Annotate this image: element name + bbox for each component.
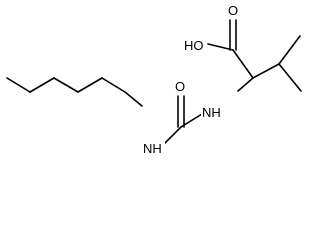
bond-pentyl-1 (6, 77, 31, 93)
chemical-structure: O HO O NH NH (6, 2, 302, 155)
bond-pentyl-2 (29, 77, 55, 93)
bond-carboxyl-oh (207, 43, 234, 51)
valine-core (207, 19, 302, 92)
bond-beta-methyl-down (278, 63, 302, 92)
bond-alpha-beta (252, 63, 280, 79)
bond-pentyl-4 (77, 77, 103, 93)
atom-labels: O HO O NH NH (141, 2, 240, 155)
bond-pentyl-5 (101, 77, 126, 93)
oxygen-urea-label: O (175, 79, 185, 94)
bond-pentyl-3 (53, 77, 79, 93)
bond-beta-methyl-up (278, 35, 301, 65)
bond-nh-carbonyl (164, 126, 182, 144)
bond-pentyl-nh (124, 91, 143, 107)
oxygen-acid-label: O (228, 3, 238, 18)
pentyl-chain (6, 77, 143, 107)
bond-nh-alpha (237, 77, 254, 92)
bond-alpha-carboxyl (232, 49, 254, 79)
nh-urea-right-label: NH (202, 105, 221, 120)
nh-urea-left-label: NH (143, 141, 162, 155)
urea-linkage (164, 95, 203, 144)
hydroxyl-label: HO (184, 38, 204, 53)
